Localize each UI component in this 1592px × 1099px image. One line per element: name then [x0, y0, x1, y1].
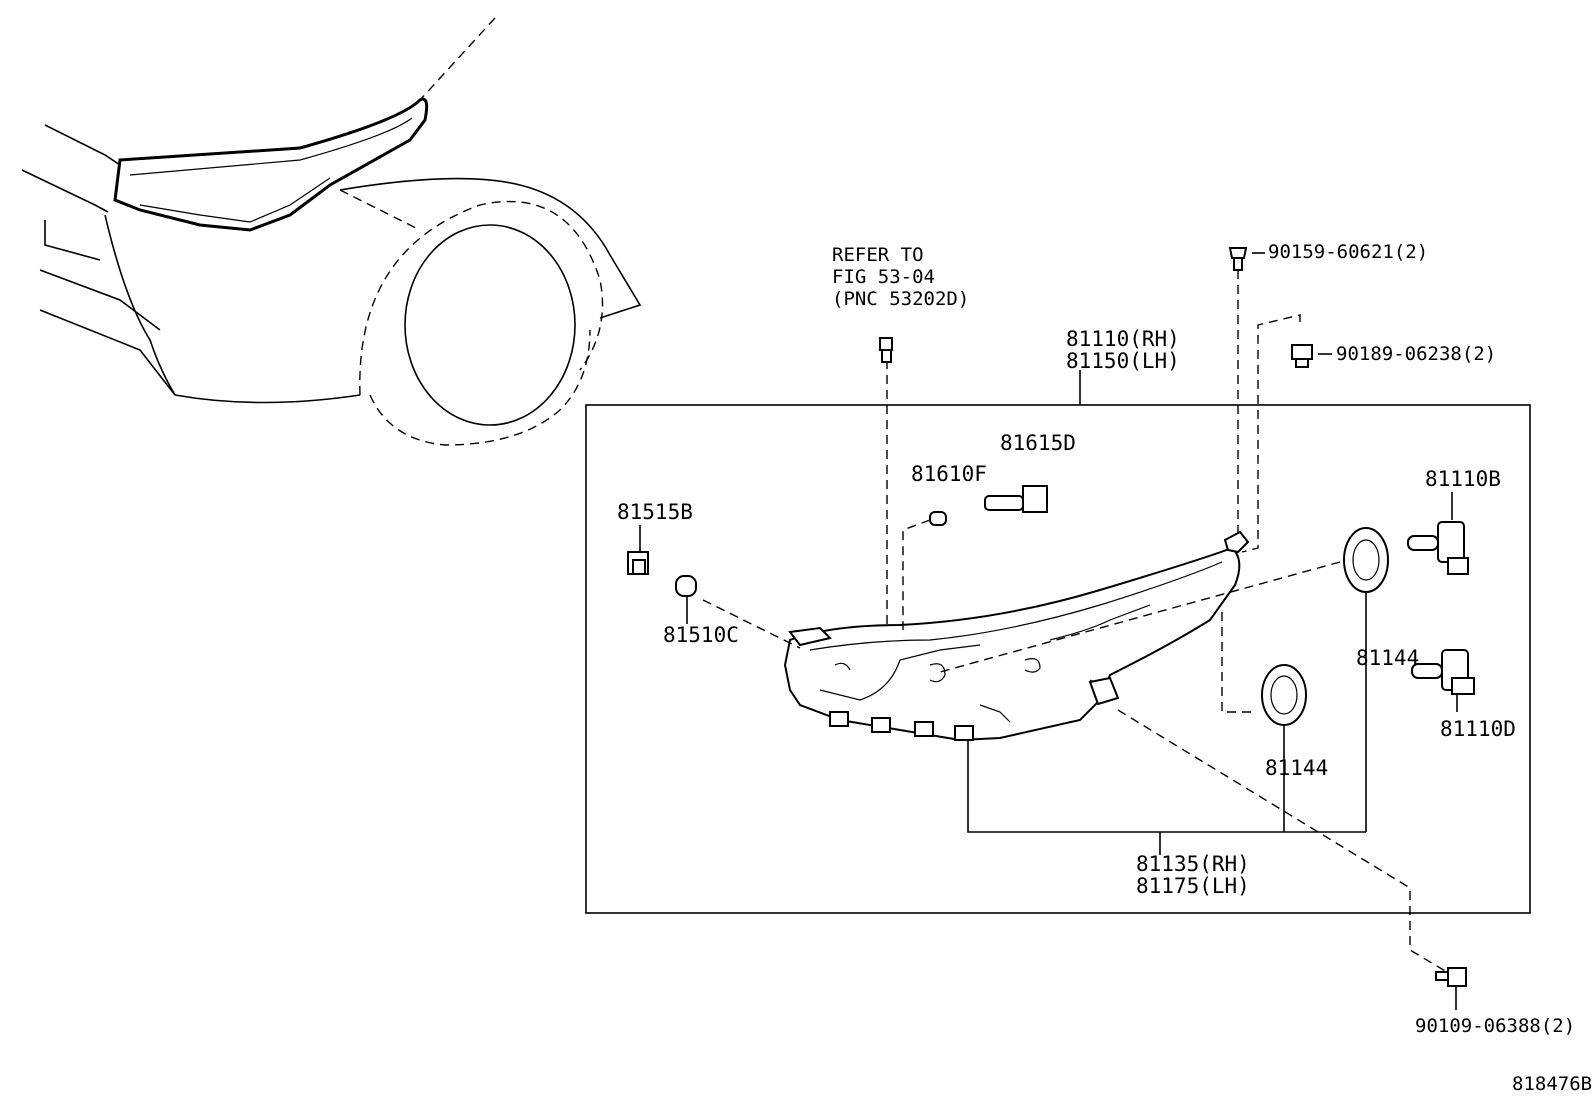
assembly-frame — [585, 404, 1531, 914]
assembly-label-lh: 81150(LH) — [1066, 349, 1180, 373]
refer-note-line2: FIG 53-04 — [832, 266, 935, 288]
cap-81144-right-icon — [1343, 527, 1389, 593]
assembly-label-rh: 81110(RH) — [1066, 327, 1180, 351]
bulb-81510c-label: 81510C — [663, 623, 739, 647]
bulb-81615d-icon — [984, 485, 1048, 513]
clip-90189-icon — [1291, 344, 1313, 368]
vehicle-front-illustration — [21, 17, 642, 446]
bulb-81510c-icon — [675, 575, 697, 597]
bulb-81110b-label: 81110B — [1425, 467, 1501, 491]
screw-bottom-label: 90109-06388(2) — [1415, 1015, 1575, 1037]
housing-label-lh: 81175(LH) — [1136, 874, 1250, 898]
bulb-81615d-label: 81615D — [1000, 431, 1076, 455]
cap-81144-lower-icon — [1261, 664, 1307, 726]
bolt-90159-icon — [1228, 247, 1248, 271]
headlamp-assembly — [783, 530, 1250, 742]
housing-label-rh: 81135(RH) — [1136, 852, 1250, 876]
bulb-81110d-label: 81110D — [1440, 717, 1516, 741]
cap-81144-right-label: 81144 — [1356, 646, 1419, 670]
bulb-81110d-icon — [1411, 649, 1475, 695]
socket-81515b-icon — [627, 551, 649, 575]
refer-note-line1: REFER TO — [832, 244, 924, 266]
clip-right-label: 90189-06238(2) — [1336, 343, 1496, 365]
bolt-top-label: 90159-60621(2) — [1268, 241, 1428, 263]
bulb-81110b-icon — [1407, 521, 1469, 575]
refer-bolt-icon — [879, 337, 893, 363]
screw-90109-icon — [1435, 967, 1467, 987]
bulb-81610f-label: 81610F — [911, 462, 987, 486]
bulb-81610f-icon — [929, 511, 947, 526]
socket-81515b-label: 81515B — [617, 500, 693, 524]
refer-note-line3: (PNC 53202D) — [832, 288, 969, 310]
diagram-number: 818476B — [1512, 1073, 1592, 1095]
cap-81144-lower-label: 81144 — [1265, 756, 1328, 780]
